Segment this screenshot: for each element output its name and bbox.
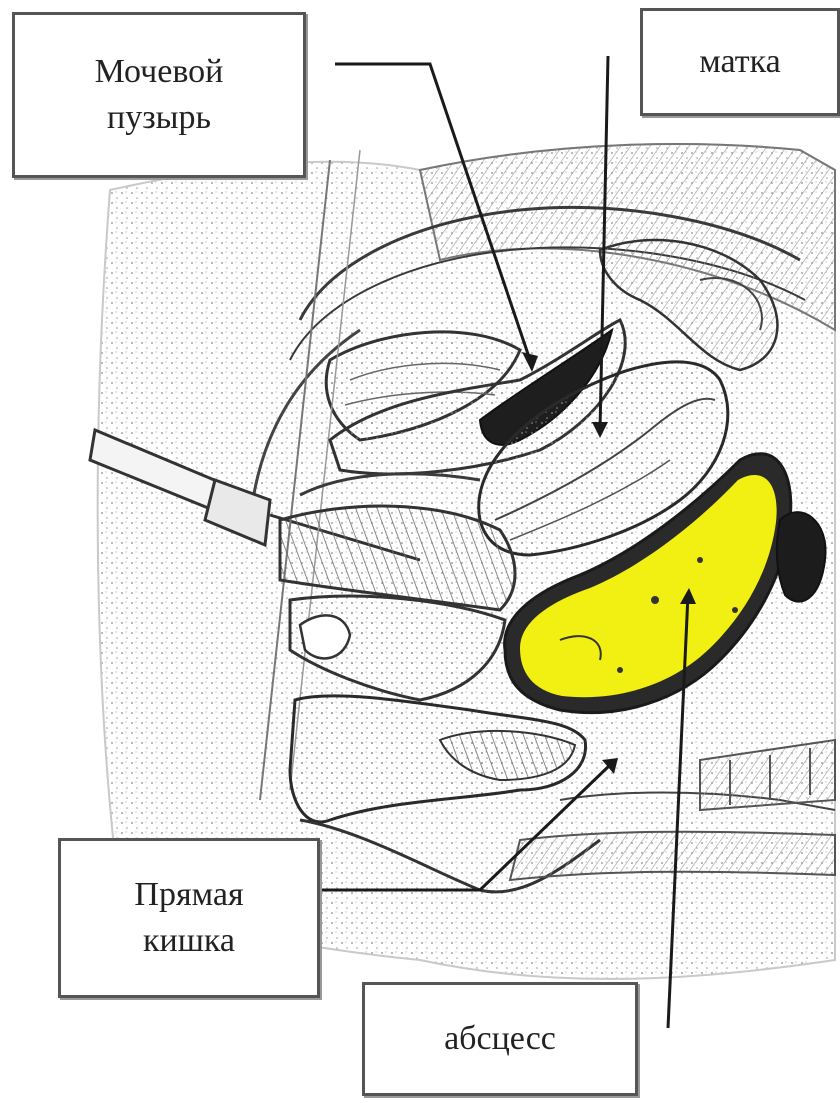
label-abscess: абсцесс	[362, 982, 638, 1096]
label-rectum: Прямая кишка	[58, 838, 320, 998]
label-uterus: матка	[640, 8, 840, 116]
label-bladder: Мочевой пузырь	[12, 12, 306, 178]
